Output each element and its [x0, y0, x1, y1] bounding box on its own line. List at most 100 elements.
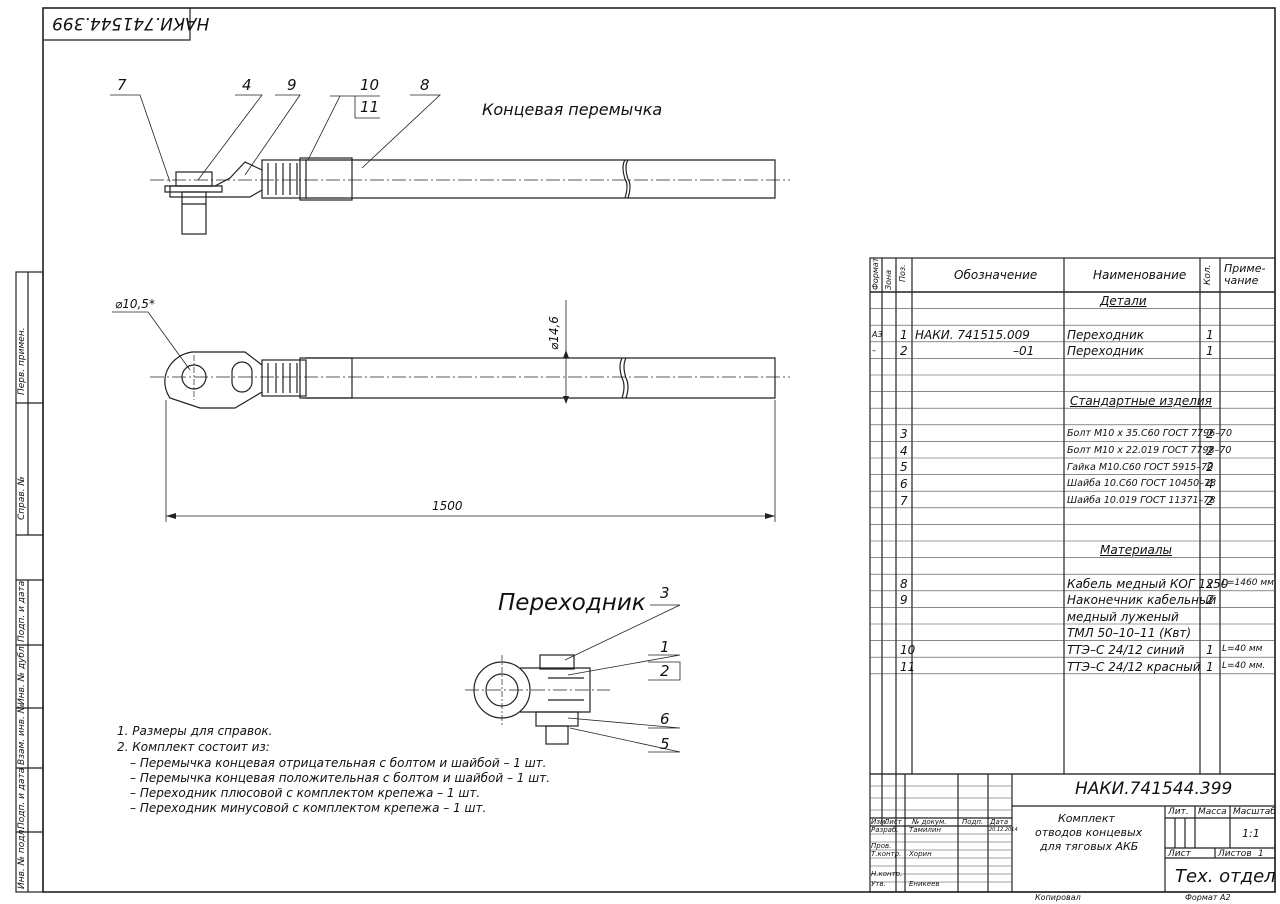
- tb-person: Еникеев: [909, 880, 940, 888]
- spec-header-format: Формат: [871, 257, 880, 290]
- margin-label: Инв. № подл.: [17, 826, 27, 889]
- tb-org: Тех. отдел: [1175, 866, 1276, 887]
- spec-header-note: Приме-чание: [1224, 262, 1266, 287]
- callout-1: 1: [660, 638, 670, 656]
- title-block-name-1: Комплект: [1058, 812, 1115, 825]
- title-block-name-2: отводов концевых: [1035, 826, 1143, 839]
- title-jumper: Концевая перемычка: [482, 100, 663, 119]
- tb-role: Т.контр.: [871, 850, 902, 858]
- tb-scale: 1:1: [1242, 827, 1260, 840]
- callout-6: 6: [660, 710, 670, 728]
- spec-cell-designation: НАКИ. 741515.009: [915, 327, 1030, 342]
- tb-person: Тамилин: [909, 826, 941, 834]
- tb-col-doc: № докум.: [912, 818, 947, 826]
- callout-5: 5: [660, 735, 670, 753]
- spec-cell-qty: 4: [1206, 476, 1214, 491]
- tb-sheet-label: Лист: [1168, 849, 1191, 859]
- spec-cell-name: ТТЭ–С 24/12 красный: [1067, 659, 1201, 674]
- title-adapter: Переходник: [498, 590, 646, 616]
- spec-cell-format: А3: [872, 329, 883, 339]
- tb-date: 20.12.2014: [989, 827, 1018, 833]
- dim-length: 1500: [432, 499, 463, 513]
- spec-cell-pos: 8: [900, 576, 908, 591]
- tb-mass-label: Масса: [1198, 807, 1227, 817]
- note-line: – Переходник плюсовой с комплектом крепе…: [130, 786, 481, 800]
- note-line: – Переходник минусовой с комплектом креп…: [130, 801, 487, 815]
- tb-scale-label: Масштаб: [1233, 807, 1276, 817]
- spec-cell-qty: 2: [1206, 593, 1214, 608]
- drawing-number-top: НАКИ.741544.399: [52, 13, 210, 33]
- tb-sheets-label: Листов: [1218, 849, 1252, 859]
- spec-header-zone: Зона: [884, 269, 893, 290]
- spec-cell-qty: 1: [1206, 642, 1214, 657]
- spec-cell-qty: 1: [1206, 327, 1214, 342]
- tb-role: Разраб.: [871, 826, 899, 834]
- spec-cell-qty: 2: [1206, 460, 1214, 475]
- spec-cell-qty: 2: [1206, 576, 1214, 591]
- tb-col-sign: Подп.: [962, 818, 984, 826]
- callout-9: 9: [287, 76, 297, 94]
- title-block-doc-number: НАКИ.741544.399: [1075, 779, 1233, 799]
- spec-cell-note: L=40 мм: [1222, 644, 1263, 655]
- tb-copied: Копировал: [1035, 893, 1081, 902]
- spec-cell-designation: –01: [1013, 344, 1035, 359]
- spec-cell-name: Шайба 10.С60 ГОСТ 10450–78: [1067, 478, 1216, 490]
- title-block-name-3: для тяговых АКБ: [1040, 840, 1139, 853]
- spec-cell-pos: 4: [900, 443, 908, 458]
- spec-cell-name: Болт М10 х 35.С60 ГОСТ 7796–70: [1067, 428, 1232, 440]
- spec-cell-format: –: [872, 346, 876, 356]
- spec-cell-note: L=1460 мм: [1222, 578, 1274, 588]
- spec-cell-name: ТТЭ–С 24/12 синий: [1067, 642, 1185, 657]
- spec-cell-name: ТМЛ 50–10–11 (Квт): [1067, 626, 1192, 641]
- spec-cell-name: Шайба 10.019 ГОСТ 11371–78: [1067, 494, 1216, 506]
- callout-2: 2: [660, 662, 670, 680]
- spec-cell-qty: 1: [1206, 344, 1214, 359]
- margin-label: Инв. № дубл.: [17, 643, 27, 705]
- margin-label: Перв. примен.: [17, 327, 27, 395]
- spec-cell-pos: 3: [900, 427, 908, 442]
- spec-cell-qty: 2: [1206, 443, 1214, 458]
- spec-cell-pos: 1: [900, 327, 908, 342]
- callout-7: 7: [117, 76, 127, 94]
- spec-cell-qty: 2: [1206, 493, 1214, 508]
- margin-label: Подп. и дата: [17, 580, 27, 642]
- tb-sheets: 1: [1258, 849, 1264, 859]
- margin-label: Взам. инв. №: [17, 703, 27, 765]
- spec-header-name: Наименование: [1093, 268, 1187, 282]
- spec-cell-pos: 5: [900, 460, 908, 475]
- margin-label: Подп. и дата: [17, 767, 27, 829]
- spec-cell-pos: 9: [900, 593, 908, 608]
- note-line: – Перемычка концевая отрицательная с бол…: [130, 756, 547, 770]
- tb-col-date: Дата: [990, 818, 1009, 826]
- spec-cell-pos: 7: [900, 493, 908, 508]
- callout-4: 4: [242, 76, 252, 94]
- spec-cell-pos: 10: [900, 642, 916, 657]
- tb-col-izm: Изм.: [871, 818, 888, 826]
- dim-hole: ⌀10,5*: [115, 297, 155, 311]
- spec-cell-name: медный луженый: [1067, 609, 1179, 624]
- note-line: – Перемычка концевая положительная с бол…: [130, 771, 551, 785]
- callout-10: 10: [360, 76, 380, 94]
- tb-lit-label: Лит.: [1168, 807, 1189, 817]
- spec-header-designation: Обозначение: [954, 268, 1038, 282]
- spec-cell-name: Переходник: [1067, 327, 1145, 342]
- spec-cell-pos: 2: [900, 344, 908, 359]
- tb-person: Хорин: [909, 850, 932, 858]
- callout-11: 11: [360, 98, 380, 116]
- note-line: 2. Комплект состоит из:: [117, 740, 270, 754]
- spec-cell-name: Материалы: [1100, 543, 1172, 558]
- tb-col-list: Лист: [884, 818, 902, 826]
- spec-cell-qty: 2: [1206, 427, 1214, 442]
- margin-label: Справ. №: [17, 476, 27, 520]
- tb-role: Утв.: [871, 880, 886, 888]
- tb-role: Пров.: [871, 842, 892, 850]
- spec-cell-qty: 1: [1206, 659, 1214, 674]
- spec-header-qty: Кол.: [1203, 264, 1213, 285]
- spec-cell-name: Кабель медный КОГ 1х50: [1067, 576, 1229, 591]
- spec-cell-name: Болт М10 х 22.019 ГОСТ 7798–70: [1067, 444, 1232, 456]
- callout-3: 3: [660, 584, 670, 602]
- spec-cell-pos: 6: [900, 476, 908, 491]
- tb-format: Формат А2: [1185, 893, 1231, 902]
- spec-header-pos: Поз.: [898, 264, 907, 282]
